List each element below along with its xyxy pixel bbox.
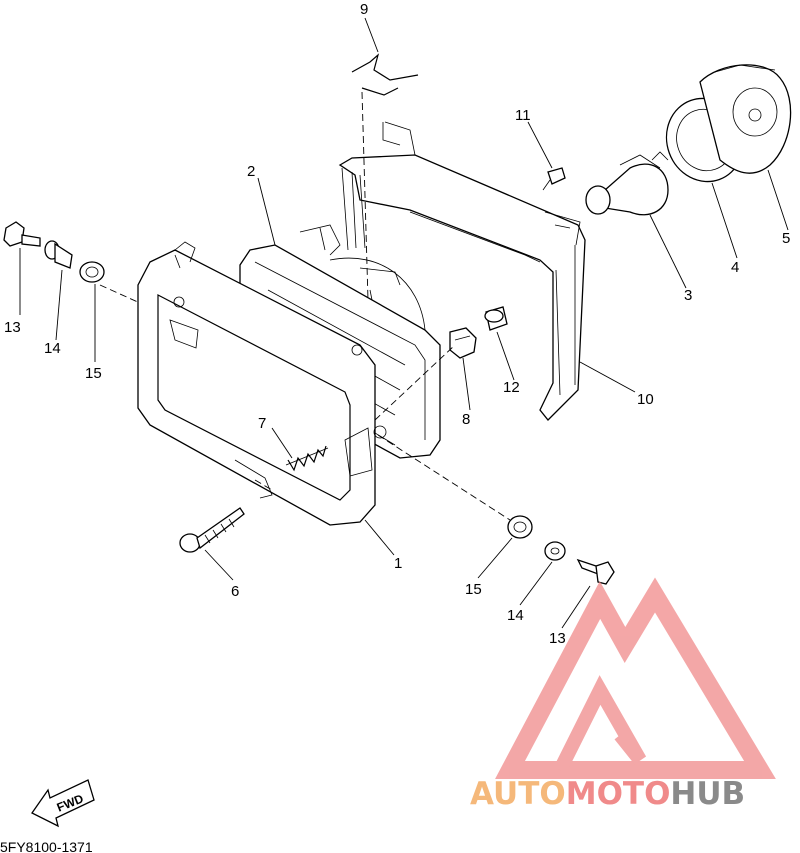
document-code: 5FY8100-1371	[0, 839, 93, 853]
part-5-bulb-cover	[699, 64, 792, 174]
part-8-nut-holder	[449, 327, 477, 359]
callout-3: 3	[684, 287, 692, 304]
callout-13-right: 13	[549, 630, 566, 647]
callout-4: 4	[731, 259, 739, 276]
callout-numbers: 9 2 11 3 4 5 10 12 8 7 6 1 13 14 15 15 1…	[4, 1, 790, 647]
callout-14-left: 14	[44, 340, 61, 357]
callout-14-right: 14	[507, 607, 524, 624]
part-14-collar-right	[544, 541, 566, 561]
watermark-logo-icon	[495, 577, 776, 779]
part-9-wire-clip	[351, 53, 419, 96]
callout-13-left: 13	[4, 319, 21, 336]
leader-lines	[19, 17, 789, 629]
fwd-arrow-icon: FWD	[31, 779, 95, 828]
part-15-grommet-left	[79, 261, 105, 283]
part-13-bolt-right	[576, 558, 615, 585]
part-14-collar-left	[44, 240, 73, 269]
callout-11: 11	[515, 107, 531, 124]
callout-6: 6	[231, 583, 239, 600]
callout-8: 8	[462, 411, 470, 428]
callout-15-left: 15	[85, 365, 102, 382]
part-11-screw	[542, 167, 566, 191]
watermark-text: AUTOMOTOHUB	[470, 776, 745, 812]
callout-12: 12	[503, 379, 520, 396]
callout-2: 2	[247, 163, 255, 180]
watermark-moto: MOTO	[566, 776, 671, 812]
assembly-lines	[99, 91, 511, 521]
part-6-adjust-screw	[179, 507, 245, 553]
part-10-headlight-housing	[338, 121, 586, 421]
callout-7: 7	[258, 415, 266, 432]
watermark-hub: HUB	[670, 776, 745, 812]
callout-15-right: 15	[465, 581, 482, 598]
callout-5: 5	[782, 230, 790, 247]
part-13-bolt-left	[3, 221, 41, 247]
part-12-collar	[484, 306, 508, 331]
watermark-auto: AUTO	[470, 776, 566, 812]
callout-9: 9	[360, 1, 368, 18]
part-3-bulb	[585, 151, 669, 216]
part-15-grommet-right	[507, 515, 533, 539]
callout-1: 1	[394, 555, 402, 572]
callout-10: 10	[637, 391, 654, 408]
svg-text:AUTOMOTOHUB: AUTOMOTOHUB	[470, 776, 745, 812]
part-7-spring	[285, 445, 329, 472]
